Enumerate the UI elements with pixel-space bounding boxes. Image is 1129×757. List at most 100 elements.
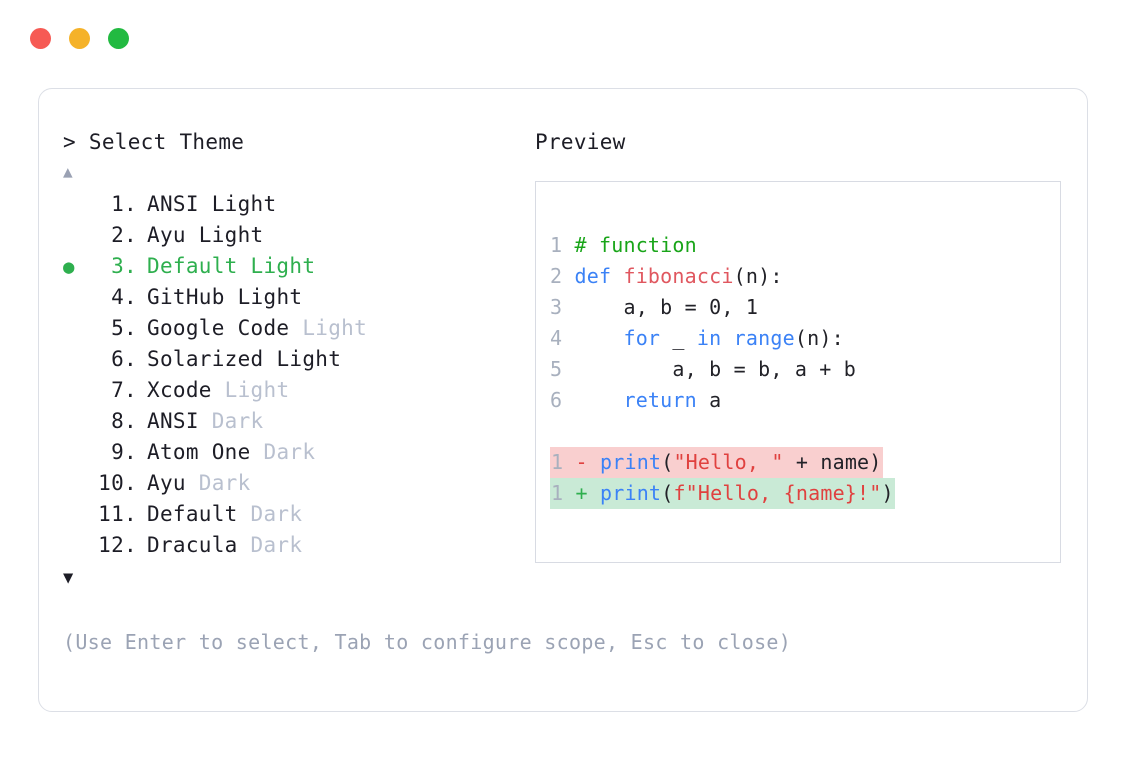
theme-item-name: Dracula Dark [147, 533, 303, 557]
theme-item-name: Ayu Dark [147, 471, 251, 495]
theme-list-item[interactable]: 5.Google Code Light [63, 313, 523, 344]
scroll-down-icon[interactable]: ▼ [63, 568, 74, 588]
theme-item-index: 9. [111, 440, 137, 464]
theme-item-variant: Dark [250, 533, 303, 557]
selected-bullet-icon: ● [63, 256, 75, 278]
theme-item-variant: Dark [198, 471, 251, 495]
theme-item-variant: Light [198, 223, 264, 247]
theme-item-name: Atom One Dark [147, 440, 316, 464]
code-line: 1 # function [550, 230, 1060, 261]
theme-list-item[interactable]: 11. Default Dark [63, 499, 523, 530]
code-token-plain [574, 326, 623, 350]
theme-list-item[interactable]: 4.GitHub Light [63, 282, 523, 313]
code-token-comment: # function [574, 233, 697, 257]
theme-item-variant: Dark [263, 440, 316, 464]
select-theme-prompt: > Select Theme [63, 130, 245, 154]
theme-picker-panel: > Select Theme ▲ 1. ANSI Light 2. Ayu Light… [63, 129, 523, 589]
theme-list[interactable]: 1. ANSI Light 2. Ayu Light ● 3. Default Light 4… [63, 189, 523, 561]
theme-item-name: Google Code Light [147, 316, 368, 340]
code-token-kw: for [623, 326, 661, 350]
theme-list-item[interactable]: ● 3. Default Light [63, 251, 523, 282]
code-token-plain: + name) [783, 450, 882, 474]
code-spacer [550, 416, 1060, 447]
diff-sign: - [575, 450, 600, 474]
theme-item-name: ANSI Light [147, 192, 277, 216]
diff-sign: + [575, 481, 600, 505]
line-number: 4 [550, 326, 575, 350]
diff-line-content: 1 - print("Hello, " + name) [550, 447, 883, 478]
line-number: 3 [550, 295, 575, 319]
preview-title: Preview [535, 130, 626, 154]
line-number: 1 [551, 481, 576, 505]
theme-item-index: 7. [111, 378, 137, 402]
code-token-kw: return [623, 388, 697, 412]
minimize-window-button[interactable] [69, 28, 90, 49]
code-line: 5 a, b = b, a + b [550, 354, 1060, 385]
theme-list-item[interactable]: 12.Dracula Dark [63, 530, 523, 561]
code-line: 3 a, b = 0, 1 [550, 292, 1060, 323]
theme-item-index: 1. [111, 192, 137, 216]
code-token-kw: def [574, 264, 624, 288]
code-line: 4 for _ in range(n): [550, 323, 1060, 354]
line-number: 6 [550, 388, 575, 412]
theme-list-item[interactable]: 1. ANSI Light [63, 189, 523, 220]
code-token-plain: (n): [794, 326, 844, 350]
theme-item-variant: Light [250, 254, 316, 278]
theme-item-name: Default Light [147, 254, 316, 278]
theme-list-item[interactable]: 6. Solarized Light [63, 344, 523, 375]
diff-line-delete: 1 - print("Hello, " + name) [550, 447, 1060, 478]
code-token-kw: print [599, 481, 662, 505]
theme-list-item[interactable]: 10. Ayu Dark [63, 468, 523, 499]
theme-item-name: Solarized Light [147, 347, 342, 371]
keyboard-help-text: (Use Enter to select, Tab to configure s… [63, 630, 792, 654]
theme-item-name: Xcode Light [147, 378, 290, 402]
theme-item-name: Default Dark [147, 502, 303, 526]
theme-item-variant: Dark [250, 502, 303, 526]
theme-item-variant: Light [237, 285, 303, 309]
code-token-plain: ) [881, 481, 894, 505]
line-number: 1 [550, 233, 575, 257]
window-traffic-lights [30, 28, 129, 49]
theme-list-item[interactable]: 8. ANSI Dark [63, 406, 523, 437]
theme-item-variant: Light [211, 192, 277, 216]
code-line: 6 return a [550, 385, 1060, 416]
code-token-str: f"Hello, {name}!" [673, 481, 882, 505]
theme-item-index: 6. [111, 347, 137, 371]
code-token-kw: print [599, 450, 662, 474]
code-token-kw: in range [696, 326, 795, 350]
theme-item-name: GitHub Light [147, 285, 303, 309]
theme-item-index: 8. [111, 409, 137, 433]
code-token-plain: (n): [733, 264, 783, 288]
theme-list-item[interactable]: 7. Xcode Light [63, 375, 523, 406]
maximize-window-button[interactable] [108, 28, 129, 49]
code-token-plain: a [696, 388, 722, 412]
line-number: 1 [551, 450, 576, 474]
theme-item-index: 11. [98, 502, 137, 526]
theme-item-index: 3. [111, 254, 137, 278]
theme-item-variant: Light [276, 347, 342, 371]
line-number: 5 [550, 357, 575, 381]
code-token-plain: ( [661, 450, 674, 474]
theme-item-index: 10. [98, 471, 137, 495]
close-window-button[interactable] [30, 28, 51, 49]
theme-picker-card: > Select Theme ▲ 1. ANSI Light 2. Ayu Light… [38, 88, 1088, 712]
theme-item-variant: Light [224, 378, 290, 402]
diff-line-add: 1 + print(f"Hello, {name}!") [550, 478, 1060, 509]
code-token-plain [574, 388, 623, 412]
theme-list-item[interactable]: 9. Atom One Dark [63, 437, 523, 468]
code-token-plain: ( [661, 481, 674, 505]
theme-item-variant: Dark [211, 409, 264, 433]
diff-sample: 1 - print("Hello, " + name)1 + print(f"H… [550, 447, 1060, 509]
theme-item-name: Ayu Light [147, 223, 264, 247]
theme-list-item[interactable]: 2. Ayu Light [63, 220, 523, 251]
code-token-plain: a, b = 0, 1 [574, 295, 759, 319]
theme-item-name: ANSI Dark [147, 409, 264, 433]
theme-item-index: 2. [111, 223, 137, 247]
line-number: 2 [550, 264, 575, 288]
diff-line-content: 1 + print(f"Hello, {name}!") [550, 478, 895, 509]
scroll-up-icon[interactable]: ▲ [63, 162, 73, 181]
